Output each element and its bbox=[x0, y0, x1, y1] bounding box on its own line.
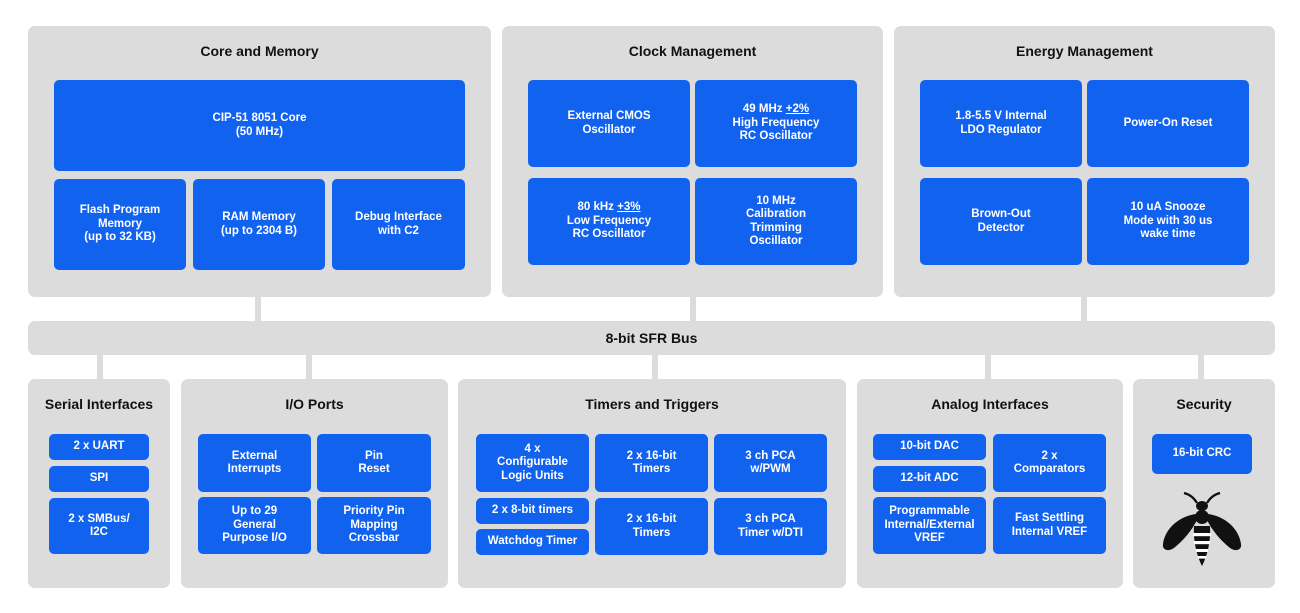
connector-bus-serial bbox=[97, 354, 103, 380]
ram-memory-block: RAM Memory (up to 2304 B) bbox=[193, 179, 325, 270]
pca-pwm-block: 3 ch PCA w/PWM bbox=[714, 434, 827, 492]
connector-bus-timers bbox=[652, 354, 658, 380]
bee-icon bbox=[1162, 491, 1242, 566]
hf-freq-text: 49 MHz bbox=[742, 103, 786, 116]
pca-dti-block: 3 ch PCA Timer w/DTI bbox=[714, 498, 827, 555]
security-title: Security bbox=[1176, 396, 1232, 412]
ldo-regulator-block: 1.8-5.5 V Internal LDO Regulator bbox=[920, 80, 1082, 167]
timers-triggers-title: Timers and Triggers bbox=[585, 396, 719, 412]
adc-block: 12-bit ADC bbox=[873, 466, 986, 492]
clock-management-panel: Clock Management External CMOS Oscillato… bbox=[502, 26, 883, 297]
connector-bus-analog bbox=[985, 354, 991, 380]
programmable-vref-block: Programmable Internal/External VREF bbox=[873, 497, 986, 554]
crossbar-block: Priority Pin Mapping Crossbar bbox=[317, 497, 431, 554]
core-memory-title: Core and Memory bbox=[200, 43, 319, 59]
uart-block: 2 x UART bbox=[49, 434, 149, 460]
debug-interface-block: Debug Interface with C2 bbox=[332, 179, 465, 270]
external-cmos-oscillator-block: External CMOS Oscillator bbox=[528, 80, 690, 167]
smbus-block: 2 x SMBus/ I2C bbox=[49, 498, 149, 554]
hf-tolerance-text: +2% bbox=[785, 103, 810, 116]
brown-out-detector-block: Brown-Out Detector bbox=[920, 178, 1082, 265]
low-frequency-oscillator-block: 80 kHz +3%Low Frequency RC Oscillator bbox=[528, 178, 690, 265]
power-on-reset-block: Power-On Reset bbox=[1087, 80, 1249, 167]
connector-bus-io bbox=[306, 354, 312, 380]
cip51-core-block: CIP-51 8051 Core (50 MHz) bbox=[54, 80, 465, 171]
io-ports-panel: I/O Ports External Interrupts Pin Reset … bbox=[181, 379, 448, 588]
timers-triggers-panel: Timers and Triggers 4 x Configurable Log… bbox=[458, 379, 846, 588]
configurable-logic-units-block: 4 x Configurable Logic Units bbox=[476, 434, 589, 492]
core-memory-panel: Core and Memory CIP-51 8051 Core (50 MHz… bbox=[28, 26, 491, 297]
analog-interfaces-panel: Analog Interfaces 10-bit DAC 12-bit ADC … bbox=[857, 379, 1123, 588]
timers-8bit-block: 2 x 8-bit timers bbox=[476, 498, 589, 524]
connector-bus-security bbox=[1198, 354, 1204, 380]
serial-interfaces-title: Serial Interfaces bbox=[44, 396, 154, 412]
external-interrupts-block: External Interrupts bbox=[198, 434, 311, 492]
connector-energy-bus bbox=[1081, 296, 1087, 322]
timers-16bit-a-block: 2 x 16-bit Timers bbox=[595, 434, 708, 492]
timers-16bit-b-block: 2 x 16-bit Timers bbox=[595, 498, 708, 555]
dac-block: 10-bit DAC bbox=[873, 434, 986, 460]
spi-block: SPI bbox=[49, 466, 149, 492]
flash-memory-block: Flash Program Memory (up to 32 KB) bbox=[54, 179, 186, 270]
lf-freq-text: 80 kHz bbox=[577, 201, 618, 214]
comparators-block: 2 x Comparators bbox=[993, 434, 1106, 492]
lf-tolerance-text: +3% bbox=[617, 201, 641, 214]
analog-interfaces-title: Analog Interfaces bbox=[931, 396, 1049, 412]
serial-interfaces-panel: Serial Interfaces 2 x UART SPI 2 x SMBus… bbox=[28, 379, 170, 588]
calibration-oscillator-block: 10 MHz Calibration Trimming Oscillator bbox=[695, 178, 857, 265]
crc-block: 16-bit CRC bbox=[1152, 434, 1252, 474]
sfr-bus: 8-bit SFR Bus bbox=[28, 321, 1275, 355]
energy-management-panel: Energy Management 1.8-5.5 V Internal LDO… bbox=[894, 26, 1275, 297]
hf-desc-text: High Frequency RC Oscillator bbox=[732, 116, 820, 143]
watchdog-timer-block: Watchdog Timer bbox=[476, 529, 589, 555]
gpio-block: Up to 29 General Purpose I/O bbox=[198, 497, 311, 554]
lf-desc-text: Low Frequency RC Oscillator bbox=[566, 214, 652, 241]
clock-management-title: Clock Management bbox=[628, 43, 757, 59]
fast-settling-vref-block: Fast Settling Internal VREF bbox=[993, 497, 1106, 554]
energy-management-title: Energy Management bbox=[1016, 43, 1153, 59]
high-frequency-oscillator-block: 49 MHz +2%High Frequency RC Oscillator bbox=[695, 80, 857, 167]
connector-clock-bus bbox=[690, 296, 696, 322]
snooze-mode-block: 10 uA Snooze Mode with 30 us wake time bbox=[1087, 178, 1249, 265]
connector-core-bus bbox=[255, 296, 261, 322]
io-ports-title: I/O Ports bbox=[285, 396, 344, 412]
pin-reset-block: Pin Reset bbox=[317, 434, 431, 492]
